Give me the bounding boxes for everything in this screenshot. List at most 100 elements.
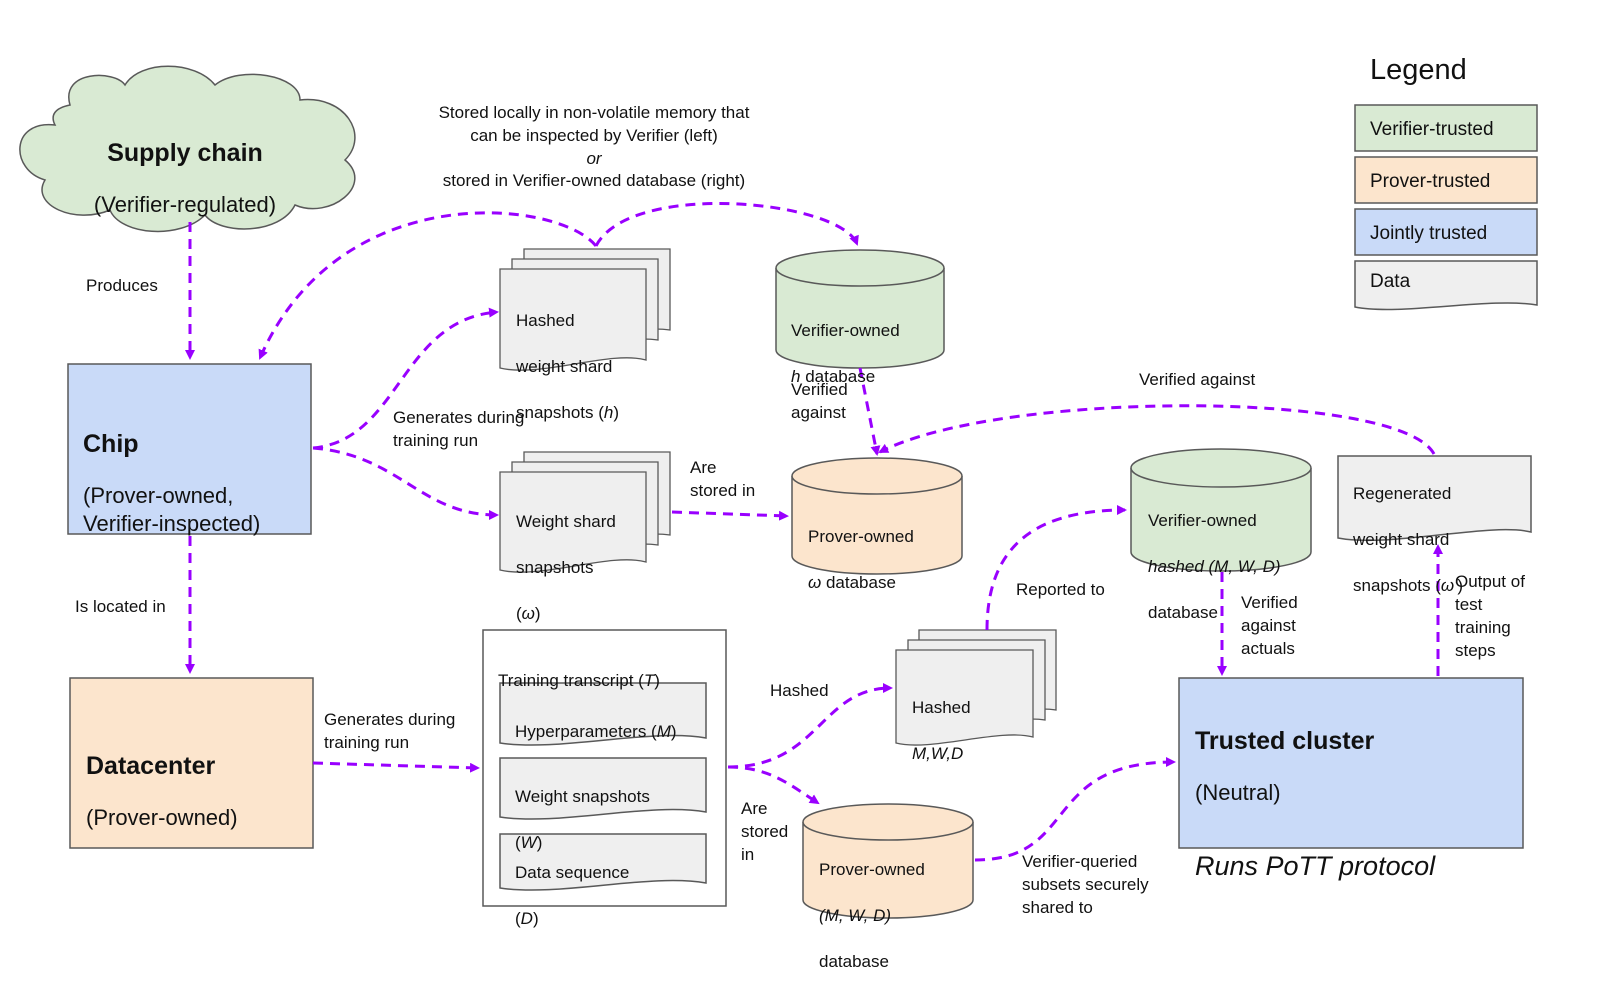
hashed-snapshots-l3-text: snapshots (: [516, 403, 604, 422]
chip-box: [67, 363, 312, 535]
legend-swatch-joint: [1354, 208, 1538, 256]
prover-mwd-db-l3: database: [819, 952, 889, 971]
regenerated-var: ω': [1440, 576, 1458, 595]
weight-snapshots-l1: Weight shard: [516, 512, 616, 531]
label-hashed: Hashed: [770, 681, 829, 700]
hashed-snapshots-l3-end: ): [613, 403, 620, 422]
legend-swatch-prover: [1354, 156, 1538, 204]
trusted-cluster-tagline: Runs PoTT protocol: [1195, 851, 1436, 881]
verifier-h-db-l2: h database: [791, 365, 941, 388]
datacenter-node: Datacenter (Prover-owned): [86, 728, 311, 855]
chip-subtitle: (Prover-owned, Verifier-inspected): [83, 483, 261, 536]
arrow-chip-to-weights: [312, 446, 499, 520]
weight-snap-var: W: [520, 833, 537, 852]
arrow-mwd-db-to-cluster: [974, 757, 1176, 862]
label-storage-note-1: Stored locally in non-volatile memory th…: [438, 103, 750, 145]
label-storage-note-or: or: [586, 149, 602, 168]
weight-snapshots-l2: snapshots: [516, 558, 594, 577]
arrow-dc-to-transcript: [312, 761, 480, 773]
arrow-regen-to-omega-db: [878, 404, 1436, 455]
prover-omega-db-l2: ω database: [808, 571, 958, 594]
supply-chain-title: Supply chain: [107, 139, 263, 167]
weight-snap-pre: (: [515, 833, 521, 852]
data-sequence-doc: [499, 833, 707, 891]
verifier-h-db-var: h: [791, 367, 801, 386]
transcript-title-pre: Training transcript (: [498, 671, 644, 690]
label-verified-against-1: Verified against: [791, 380, 848, 422]
prover-omega-db-label: Prover-owned ω database: [808, 502, 958, 617]
hyperparameters-pre: Hyperparameters (: [515, 722, 657, 741]
datacenter-subtitle: (Prover-owned): [86, 805, 238, 830]
hashed-mwd-l2: M,W,D: [912, 744, 964, 763]
label-are-stored-in-2: Are stored in: [741, 799, 789, 864]
weight-snap-l1: Weight snapshots: [515, 787, 650, 806]
regenerated-l3: snapshots (ω'): [1353, 574, 1528, 597]
data-seq-var: D: [520, 909, 533, 928]
weight-snap-label: Weight snapshots (W): [515, 762, 705, 877]
supply-chain-cloud: [19, 65, 356, 233]
label-generates-dc: Generates during training run: [324, 710, 456, 752]
transcript-title-end: ): [654, 671, 660, 690]
prover-mwd-db-l1: Prover-owned: [819, 860, 925, 879]
data-seq-pre: (: [515, 909, 521, 928]
weight-snapshots-label: Weight shard snapshots (ω): [516, 487, 646, 648]
regenerated-label: Regenerated weight shard snapshots (ω'): [1353, 459, 1528, 620]
weight-snapshots-l3-end: ): [534, 604, 541, 623]
transcript-title-var: T: [643, 671, 655, 690]
legend-item-prover: Prover-trusted: [1370, 171, 1491, 192]
weight-snapshots-var: ω: [521, 604, 535, 623]
prover-mwd-db-l2: (M, W, D): [819, 906, 892, 925]
datacenter-box: [69, 677, 314, 849]
label-storage-note-2: stored in Verifier-owned database (right…: [442, 171, 746, 190]
verifier-hashed-database: [1130, 448, 1312, 572]
legend-swatch-verifier: [1354, 104, 1538, 152]
arrow-weights-to-omega-db: [671, 510, 789, 521]
prover-omega-db-var: ω: [808, 573, 822, 592]
verifier-h-db-l1: Verifier-owned: [791, 321, 900, 340]
datacenter-title: Datacenter: [86, 752, 216, 780]
label-is-located-in: Is located in: [75, 597, 166, 616]
flow-diagram: [19, 65, 1538, 919]
verifier-hashed-db-l1: Verifier-owned: [1148, 511, 1257, 530]
trusted-cluster-node: Trusted cluster (Neutral) Runs PoTT prot…: [1195, 703, 1515, 903]
prover-omega-db-rest: database: [821, 573, 896, 592]
verifier-hashed-db-l2: hashed (M, W, D): [1148, 557, 1281, 576]
verifier-h-database: [775, 249, 945, 369]
hashed-snapshots-l2: weight shard: [516, 357, 613, 376]
verifier-hashed-db-label: Verifier-owned hashed (M, W, D) database: [1148, 486, 1308, 647]
hashed-snapshots-l3: snapshots (h): [516, 401, 646, 424]
hashed-mwd-stack: [895, 629, 1057, 746]
prover-omega-db-l1: Prover-owned: [808, 527, 914, 546]
hyperparameters-end: ): [670, 722, 677, 741]
trusted-cluster-title: Trusted cluster: [1195, 727, 1375, 755]
arrow-snapshot-to-hdb: [594, 202, 859, 247]
prover-mwd-db-label: Prover-owned (M, W, D) database: [819, 835, 969, 996]
label-verifier-queried: Verifier-queried subsets securely shared…: [1022, 852, 1149, 917]
data-seq-label: Data sequence (D): [515, 838, 705, 953]
hashed-snapshots-label: Hashed weight shard snapshots (h): [516, 286, 646, 447]
trusted-cluster-subtitle: (Neutral): [1195, 780, 1281, 805]
legend-swatch-data: [1354, 260, 1538, 311]
training-transcript-title: Training transcript (T): [498, 646, 718, 692]
trusted-cluster-box: [1178, 677, 1524, 849]
hyperparameters-label: Hyperparameters (M): [515, 697, 705, 743]
arrow-transcript-to-mwd-db: [727, 765, 820, 805]
hashed-snapshots-stack: [499, 248, 671, 371]
label-reported-to: Reported to: [1016, 580, 1105, 599]
supply-chain-node: Supply chain (Verifier-regulated): [40, 115, 330, 242]
data-seq-l1: Data sequence: [515, 863, 630, 882]
legend-item-verifier: Verifier-trusted: [1370, 119, 1494, 140]
hyperparameters-var: M: [656, 722, 671, 741]
regenerated-l2: weight shard: [1353, 530, 1450, 549]
label-verified-against-2: Verified against: [1139, 370, 1256, 389]
prover-mwd-database: [802, 803, 974, 919]
weight-snap-l2: (W): [515, 831, 705, 854]
regenerated-doc: [1337, 455, 1532, 542]
regenerated-l1: Regenerated: [1353, 484, 1452, 503]
regenerated-l3-pre: snapshots (: [1353, 576, 1441, 595]
weight-snapshots-l3-pre: (: [516, 604, 522, 623]
arrow-hashed-to-verifier-db: [985, 505, 1127, 631]
weight-snap-end: ): [536, 833, 543, 852]
supply-chain-subtitle: (Verifier-regulated): [93, 192, 277, 217]
legend-item-data: Data: [1370, 271, 1411, 292]
